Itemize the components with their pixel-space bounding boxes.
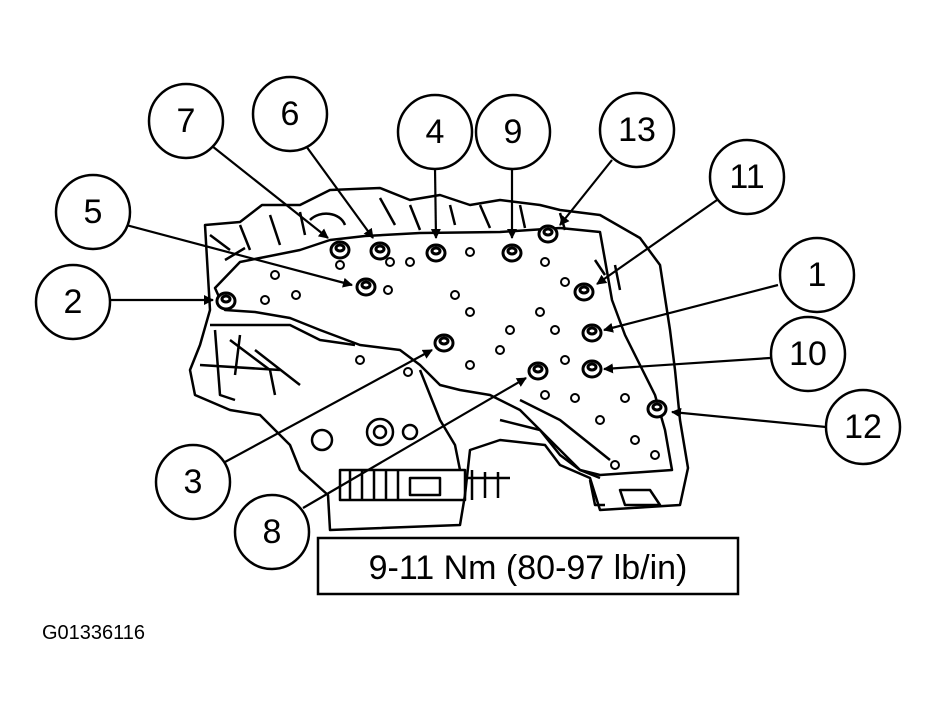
- bolts: [215, 224, 668, 419]
- callout-label: 6: [281, 95, 300, 133]
- callout-label: 5: [84, 193, 103, 231]
- torque-spec-label: 9-11 Nm (80-97 lb/in): [369, 549, 688, 587]
- callout-label: 2: [64, 283, 83, 321]
- leader-13: [559, 159, 613, 226]
- plate-holes: [260, 247, 660, 470]
- torque-spec-box: 9-11 Nm (80-97 lb/in): [316, 536, 740, 596]
- callout-9: 9: [474, 93, 552, 171]
- callout-3: 3: [154, 443, 232, 521]
- leader-6: [305, 145, 374, 239]
- callout-8: 8: [233, 493, 311, 571]
- bolt-8: [527, 361, 549, 381]
- bolt-9: [501, 243, 523, 263]
- callout-12: 12: [824, 388, 902, 466]
- callout-2: 2: [34, 263, 112, 341]
- bolt-1: [581, 323, 603, 343]
- bolt-12: [646, 399, 668, 419]
- callout-1: 1: [778, 236, 856, 314]
- bolt-5: [355, 277, 377, 297]
- leader-1: [603, 283, 779, 333]
- bolt-2: [215, 291, 237, 311]
- leader-3: [224, 349, 433, 463]
- bolt-10: [581, 359, 603, 379]
- callout-6: 6: [251, 75, 329, 153]
- bolt-7: [329, 240, 351, 260]
- callout-label: 12: [844, 408, 882, 446]
- leader-8: [302, 377, 527, 509]
- leader-5: [125, 223, 353, 288]
- callout-11: 11: [708, 138, 786, 216]
- bolt-11: [573, 282, 595, 302]
- callouts: 1 2 3 4 5 6 7 8 9 10 11 12 13: [34, 75, 902, 571]
- callout-label: 9: [504, 113, 523, 151]
- callout-5: 5: [54, 173, 132, 251]
- leader-7: [211, 145, 329, 239]
- leader-lines: [110, 145, 827, 509]
- bolt-4: [425, 243, 447, 263]
- leader-4: [430, 167, 441, 239]
- callout-label: 11: [729, 158, 764, 196]
- callout-4: 4: [396, 93, 474, 171]
- callout-label: 8: [263, 513, 282, 551]
- callout-label: 1: [808, 256, 827, 294]
- callout-label: 13: [618, 111, 656, 149]
- bolt-13: [537, 224, 559, 244]
- callout-13: 13: [598, 91, 676, 169]
- figure-id: G01336116: [42, 622, 145, 644]
- callout-label: 10: [789, 335, 827, 373]
- valve-body-illustration: [188, 186, 690, 532]
- bolt-6: [369, 241, 391, 261]
- callout-label: 3: [184, 463, 203, 501]
- bolt-3: [433, 333, 455, 353]
- leader-11: [596, 199, 718, 285]
- callout-7: 7: [147, 82, 225, 160]
- leader-10: [603, 356, 771, 374]
- callout-10: 10: [769, 315, 847, 393]
- callout-label: 4: [426, 113, 445, 151]
- callout-label: 7: [177, 102, 196, 140]
- leader-12: [671, 407, 827, 429]
